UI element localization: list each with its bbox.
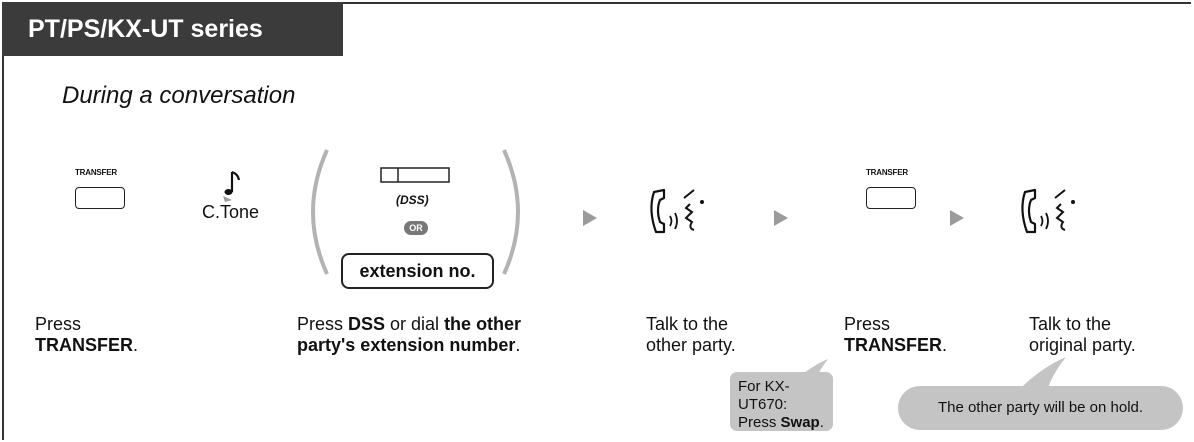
left-paren-icon: [311, 149, 329, 275]
transfer-key-label: TRANSFER: [866, 168, 908, 177]
transfer-key-label: TRANSFER: [75, 168, 117, 177]
step5-description: Press TRANSFER.: [844, 314, 948, 355]
or-badge: OR: [404, 221, 428, 235]
condition-subtitle: During a conversation: [62, 82, 296, 109]
dss-key-icon: [380, 167, 450, 183]
right-paren-icon: [502, 149, 520, 275]
hold-note-bubble: The other party will be on hold.: [898, 386, 1183, 430]
callout-tail: [1014, 357, 1066, 395]
extension-number-box: extension no.: [341, 253, 494, 289]
talk-handset-icon: [1021, 188, 1075, 234]
dss-label: (DSS): [396, 193, 429, 207]
arrow-right-icon: [950, 210, 964, 226]
step3-description: Press DSS or dial the other party's exte…: [297, 314, 522, 355]
arrow-right-icon: [583, 210, 597, 226]
transfer-key-icon: [75, 187, 125, 209]
frame-top-border: [343, 2, 1191, 4]
step1-description: Press TRANSFER.: [35, 314, 139, 355]
step4-description: Talk to the other party.: [646, 314, 736, 355]
step6-description: Talk to the original party.: [1029, 314, 1136, 355]
series-header: PT/PS/KX-UT series: [2, 2, 343, 56]
transfer-key-icon: [866, 187, 916, 209]
swap-note-bubble: For KX-UT670: Press Swap.: [730, 372, 833, 431]
music-note-icon: [223, 170, 241, 202]
arrow-right-icon: [774, 210, 788, 226]
series-title: PT/PS/KX-UT series: [28, 14, 263, 43]
talk-handset-icon: [650, 188, 704, 234]
confirmation-tone-label: C.Tone: [202, 202, 260, 222]
